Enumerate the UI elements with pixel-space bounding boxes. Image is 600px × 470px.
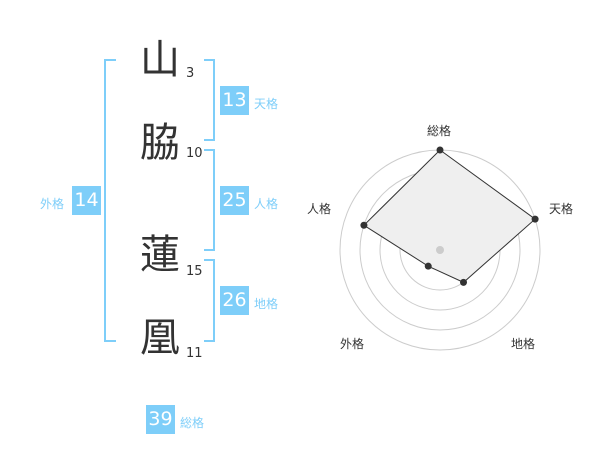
soukaku-label: 総格 xyxy=(180,416,205,430)
chikaku-label: 地格 xyxy=(254,297,279,311)
gaikaku-bracket xyxy=(104,59,116,342)
axis-label-tenkaku: 天格 xyxy=(549,202,574,216)
axis-label-soukaku: 総格 xyxy=(427,124,452,138)
stroke-count-1: 3 xyxy=(186,66,195,81)
chikaku-bracket xyxy=(204,259,215,342)
axis-label-jinkaku: 人格 xyxy=(307,202,332,216)
jinkaku-label: 人格 xyxy=(254,197,279,211)
tenkaku-label: 天格 xyxy=(254,97,279,111)
gaikaku-label: 外格 xyxy=(40,197,65,211)
name-char-4: 凰 xyxy=(140,315,180,361)
axis-label-chikaku: 地格 xyxy=(511,337,536,351)
radar-center xyxy=(436,246,444,254)
jinkaku-bracket xyxy=(204,149,215,251)
stroke-count-3: 15 xyxy=(186,264,203,279)
radar-point xyxy=(460,278,468,286)
name-char-2: 脇 xyxy=(140,120,180,166)
stroke-count-2: 10 xyxy=(186,146,203,161)
radar-point xyxy=(531,215,539,223)
stroke-count-4: 11 xyxy=(186,346,203,361)
gaikaku-value: 14 xyxy=(72,186,101,215)
jinkaku-value: 25 xyxy=(220,186,249,215)
axis-label-gaikaku: 外格 xyxy=(340,337,365,351)
name-char-1: 山 xyxy=(140,37,180,83)
radar-point xyxy=(436,146,444,154)
name-char-3: 蓮 xyxy=(140,232,180,278)
radar-point xyxy=(424,262,432,270)
radar-area xyxy=(363,149,536,283)
tenkaku-bracket xyxy=(204,59,215,141)
chikaku-value: 26 xyxy=(220,286,249,315)
soukaku-value: 39 xyxy=(146,405,175,434)
tenkaku-value: 13 xyxy=(220,86,249,115)
radar-point xyxy=(360,221,368,229)
